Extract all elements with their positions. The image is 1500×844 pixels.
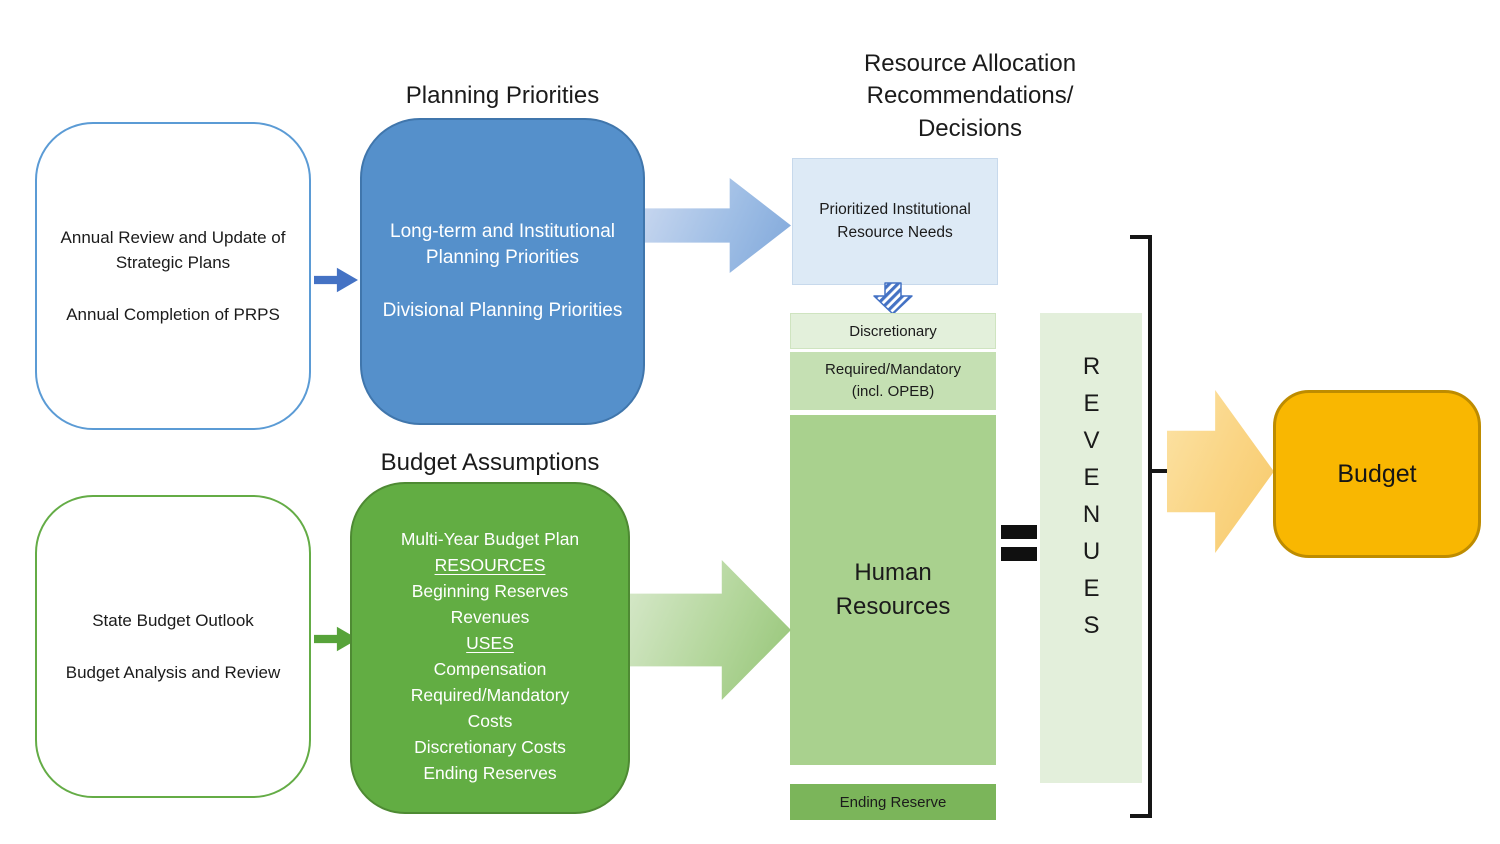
state-budget-box: State Budget Outlook Budget Analysis and… — [35, 495, 311, 798]
bracket-icon — [1130, 235, 1168, 818]
required-mandatory-box: Required/Mandatory (incl. OPEB) — [790, 352, 996, 410]
arrow-down-hatched-icon — [873, 282, 913, 315]
human-resources-box: Human Resources — [790, 415, 996, 765]
state-budget-line2: Budget Analysis and Review — [65, 662, 281, 682]
budget-assumptions-title: Budget Assumptions — [380, 449, 600, 476]
assumption-line: Required/Mandatory Costs — [410, 685, 570, 731]
planning-priorities-title: Planning Priorities — [405, 82, 600, 109]
assumption-line-uses: USES — [466, 633, 514, 653]
planning-item-longterm: Long-term and Institutional Planning Pri… — [390, 220, 615, 269]
assumption-line: Ending Reserves — [423, 763, 557, 783]
resource-allocation-title: Resource Allocation Recommendations/ Dec… — [863, 50, 1077, 142]
assumption-line-resources: RESOURCES — [434, 555, 546, 575]
revenues-label: REVENUES — [1078, 353, 1105, 649]
planning-item-divisional: Divisional Planning Priorities — [382, 299, 623, 321]
assumption-line: Beginning Reserves — [411, 581, 569, 601]
equals-icon — [1001, 525, 1037, 562]
arrow-right-orange-icon — [1167, 390, 1274, 553]
strategic-plans-box: Annual Review and Update of Strategic Pl… — [35, 122, 311, 430]
arrow-right-blue-icon — [314, 267, 358, 293]
planning-priorities-box: Long-term and Institutional Planning Pri… — [360, 118, 645, 425]
budget-box: Budget — [1273, 390, 1481, 558]
prioritized-needs-box: Prioritized Institutional Resource Needs — [792, 158, 998, 285]
arrow-right-blue-gradient-icon — [645, 178, 791, 273]
arrow-right-green-gradient-icon — [630, 560, 791, 700]
assumption-line: Discretionary Costs — [414, 737, 566, 757]
assumption-line: Compensation — [433, 659, 547, 679]
assumption-line: Multi-Year Budget Plan — [400, 529, 580, 549]
state-budget-line1: State Budget Outlook — [92, 611, 254, 630]
ending-reserve-box: Ending Reserve — [790, 784, 996, 820]
budget-assumptions-box: Multi-Year Budget Plan RESOURCES Beginni… — [350, 482, 630, 814]
assumption-line: Revenues — [450, 607, 530, 627]
strategic-plans-line1: Annual Review and Update of Strategic Pl… — [60, 227, 286, 273]
revenues-box: REVENUES — [1040, 313, 1142, 783]
discretionary-box: Discretionary — [790, 313, 996, 349]
strategic-plans-line2: Annual Completion of PRPS — [66, 304, 280, 324]
